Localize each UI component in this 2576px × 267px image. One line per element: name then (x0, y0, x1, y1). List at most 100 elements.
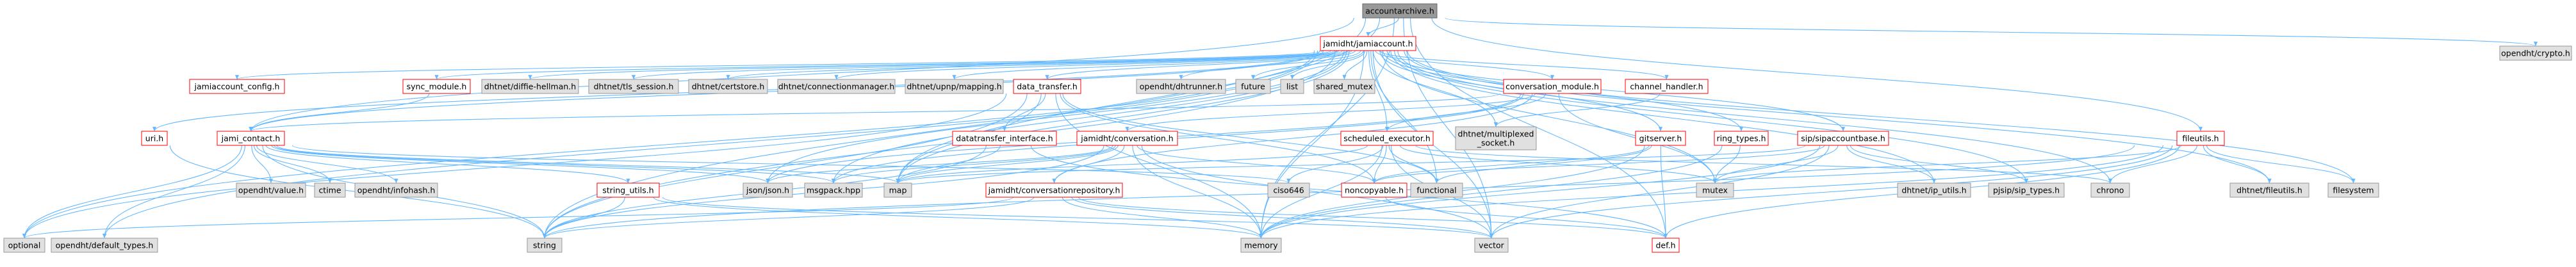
node-box (804, 182, 863, 198)
node-label: opendht/dhtrunner.h (1140, 82, 1222, 92)
edge (1372, 145, 1650, 184)
node-datatransfer_interface[interactable]: datatransfer_interface.h (952, 131, 1057, 146)
node-label: sip/sipaccountbase.h (1801, 134, 1885, 143)
node-box (1313, 79, 1375, 94)
edge-gitserver-to-functional (1434, 145, 1652, 184)
edge (274, 145, 835, 184)
edge (102, 145, 245, 239)
edge-fileutils-to-dhtnet_fileutils (2203, 145, 2272, 184)
edge-scheduled_executor-to-map (896, 145, 1368, 184)
node-sipvoiplink[interactable]: sip/sipaccountbase.h (1797, 131, 1889, 146)
node-label: json/json.h (746, 186, 789, 195)
node-box (2090, 182, 2130, 198)
node-scheduled_executor[interactable]: scheduled_executor.h (1340, 131, 1434, 146)
edge-string_utils-to-memory (653, 197, 1263, 239)
edge-accountarchive-to-jamiaccount (1366, 17, 1399, 37)
node-box (588, 79, 679, 94)
edge-sipvoiplink-to-sip_types (1850, 145, 2029, 184)
edge-jamiaccount-to-map (896, 50, 1350, 184)
edge-jamiaccount-to-diffie (528, 50, 1335, 80)
node-chrono: chrono (2090, 182, 2130, 198)
node-label: _socket.h (1477, 138, 1515, 148)
node-jami_contact[interactable]: jami_contact.h (217, 131, 285, 146)
node-jamiaccount[interactable]: jamidht/jamiaccount.h (1320, 36, 1416, 51)
node-label: jamiaccount_config.h (194, 82, 280, 92)
node-label: fileutils.h (2182, 134, 2219, 143)
edge (1399, 145, 1717, 184)
node-box (985, 182, 1123, 198)
node-label: noncopyable.h (1345, 186, 1404, 195)
edge-jamiaccount-to-sip_types (1394, 50, 2029, 184)
node-certstore: dhtnet/certstore.h (688, 79, 768, 94)
node-fileutils[interactable]: fileutils.h (2176, 131, 2225, 146)
node-ring_types[interactable]: ring_types.h (1714, 131, 1769, 146)
node-box (1320, 36, 1416, 51)
node-mutex: mutex (1696, 182, 1734, 198)
node-box (3, 238, 45, 253)
edge-jamiaccount-to-upnp (952, 50, 1352, 80)
node-sync_module[interactable]: sync_module.h (402, 79, 471, 94)
node-json: json/json.h (742, 182, 793, 198)
node-gitserver[interactable]: gitserver.h (1635, 131, 1686, 146)
edge-data_transfer-to-string (542, 93, 1028, 239)
node-box (314, 182, 346, 198)
node-default_types: opendht/default_types.h (51, 238, 158, 253)
node-convrepo[interactable]: jamidht/conversationrepository.h (985, 182, 1123, 198)
node-box (402, 79, 471, 94)
node-label: shared_mutex (1316, 82, 1373, 92)
node-jamiaccount_config[interactable]: jamiaccount_config.h (189, 79, 285, 94)
node-data_transfer[interactable]: data_transfer.h (1013, 79, 1081, 94)
node-box (1696, 182, 1734, 198)
node-box (1362, 3, 1438, 19)
node-list: list (1280, 79, 1304, 94)
node-label: map (889, 186, 907, 195)
node-conversation_module[interactable]: conversation_module.h (1503, 79, 1602, 94)
node-label: pjsip/sip_types.h (1993, 186, 2060, 195)
node-box (1410, 182, 1463, 198)
node-jamidht_conversation[interactable]: jamidht/conversation.h (1076, 131, 1178, 146)
edge (1372, 145, 1825, 184)
node-box (1136, 79, 1226, 94)
node-box (1897, 182, 1971, 198)
node-noncopyable[interactable]: noncopyable.h (1341, 182, 1407, 198)
edge (1259, 145, 1382, 239)
edge (1366, 17, 1399, 37)
edge-sipvoiplink-to-noncopyable (1372, 145, 1825, 184)
edge-scheduled_executor-to-chrono (1415, 145, 2112, 184)
edge (542, 93, 1028, 239)
node-msgpack: msgpack.hpp (804, 182, 863, 198)
edge-sipvoiplink-to-mutex (1712, 145, 1839, 184)
node-label: data_transfer.h (1017, 82, 1078, 92)
node-box (777, 79, 896, 94)
node-label: conversation_module.h (1505, 82, 1599, 92)
node-string_utils[interactable]: string_utils.h (596, 182, 660, 198)
edge-jamiaccount-to-sync_module (434, 50, 1331, 80)
node-tls_session: dhtnet/tls_session.h (588, 79, 679, 94)
node-label: jami_contact.h (221, 134, 281, 143)
node-def[interactable]: def.h (1652, 238, 1680, 253)
edge-jamiaccount-to-future (1251, 50, 1364, 80)
edge (2203, 145, 2272, 184)
edge-scheduled_executor-to-functional (1388, 145, 1439, 184)
node-label: gitserver.h (1639, 134, 1682, 143)
node-channel_handler[interactable]: channel_handler.h (1625, 79, 1709, 94)
edge-fileutils-to-vector (1489, 145, 2173, 239)
edge (1390, 50, 1937, 184)
edge-gitserver-to-def (1660, 145, 1668, 239)
edge-accountarchive-to-jami_contact (249, 17, 1354, 132)
edge-jamiaccount-to-filesystem (1407, 50, 2356, 184)
node-label: string_utils.h (602, 186, 653, 195)
edge (1388, 145, 1439, 184)
node-uri[interactable]: uri.h (141, 131, 168, 146)
node-label: vector (1479, 241, 1505, 250)
node-label: dhtnet/diffie-hellman.h (484, 82, 576, 92)
edge-sync_module-to-jami_contact (249, 93, 430, 132)
edge (1385, 197, 1668, 239)
edge (265, 145, 630, 184)
node-label: dhtnet/connectionmanager.h (778, 82, 894, 92)
edge-jamiaccount-to-string (542, 50, 1336, 239)
edge (1141, 145, 1494, 239)
edge-jamidht_conversation-to-msgpack (832, 145, 1116, 184)
edge (726, 50, 1343, 80)
